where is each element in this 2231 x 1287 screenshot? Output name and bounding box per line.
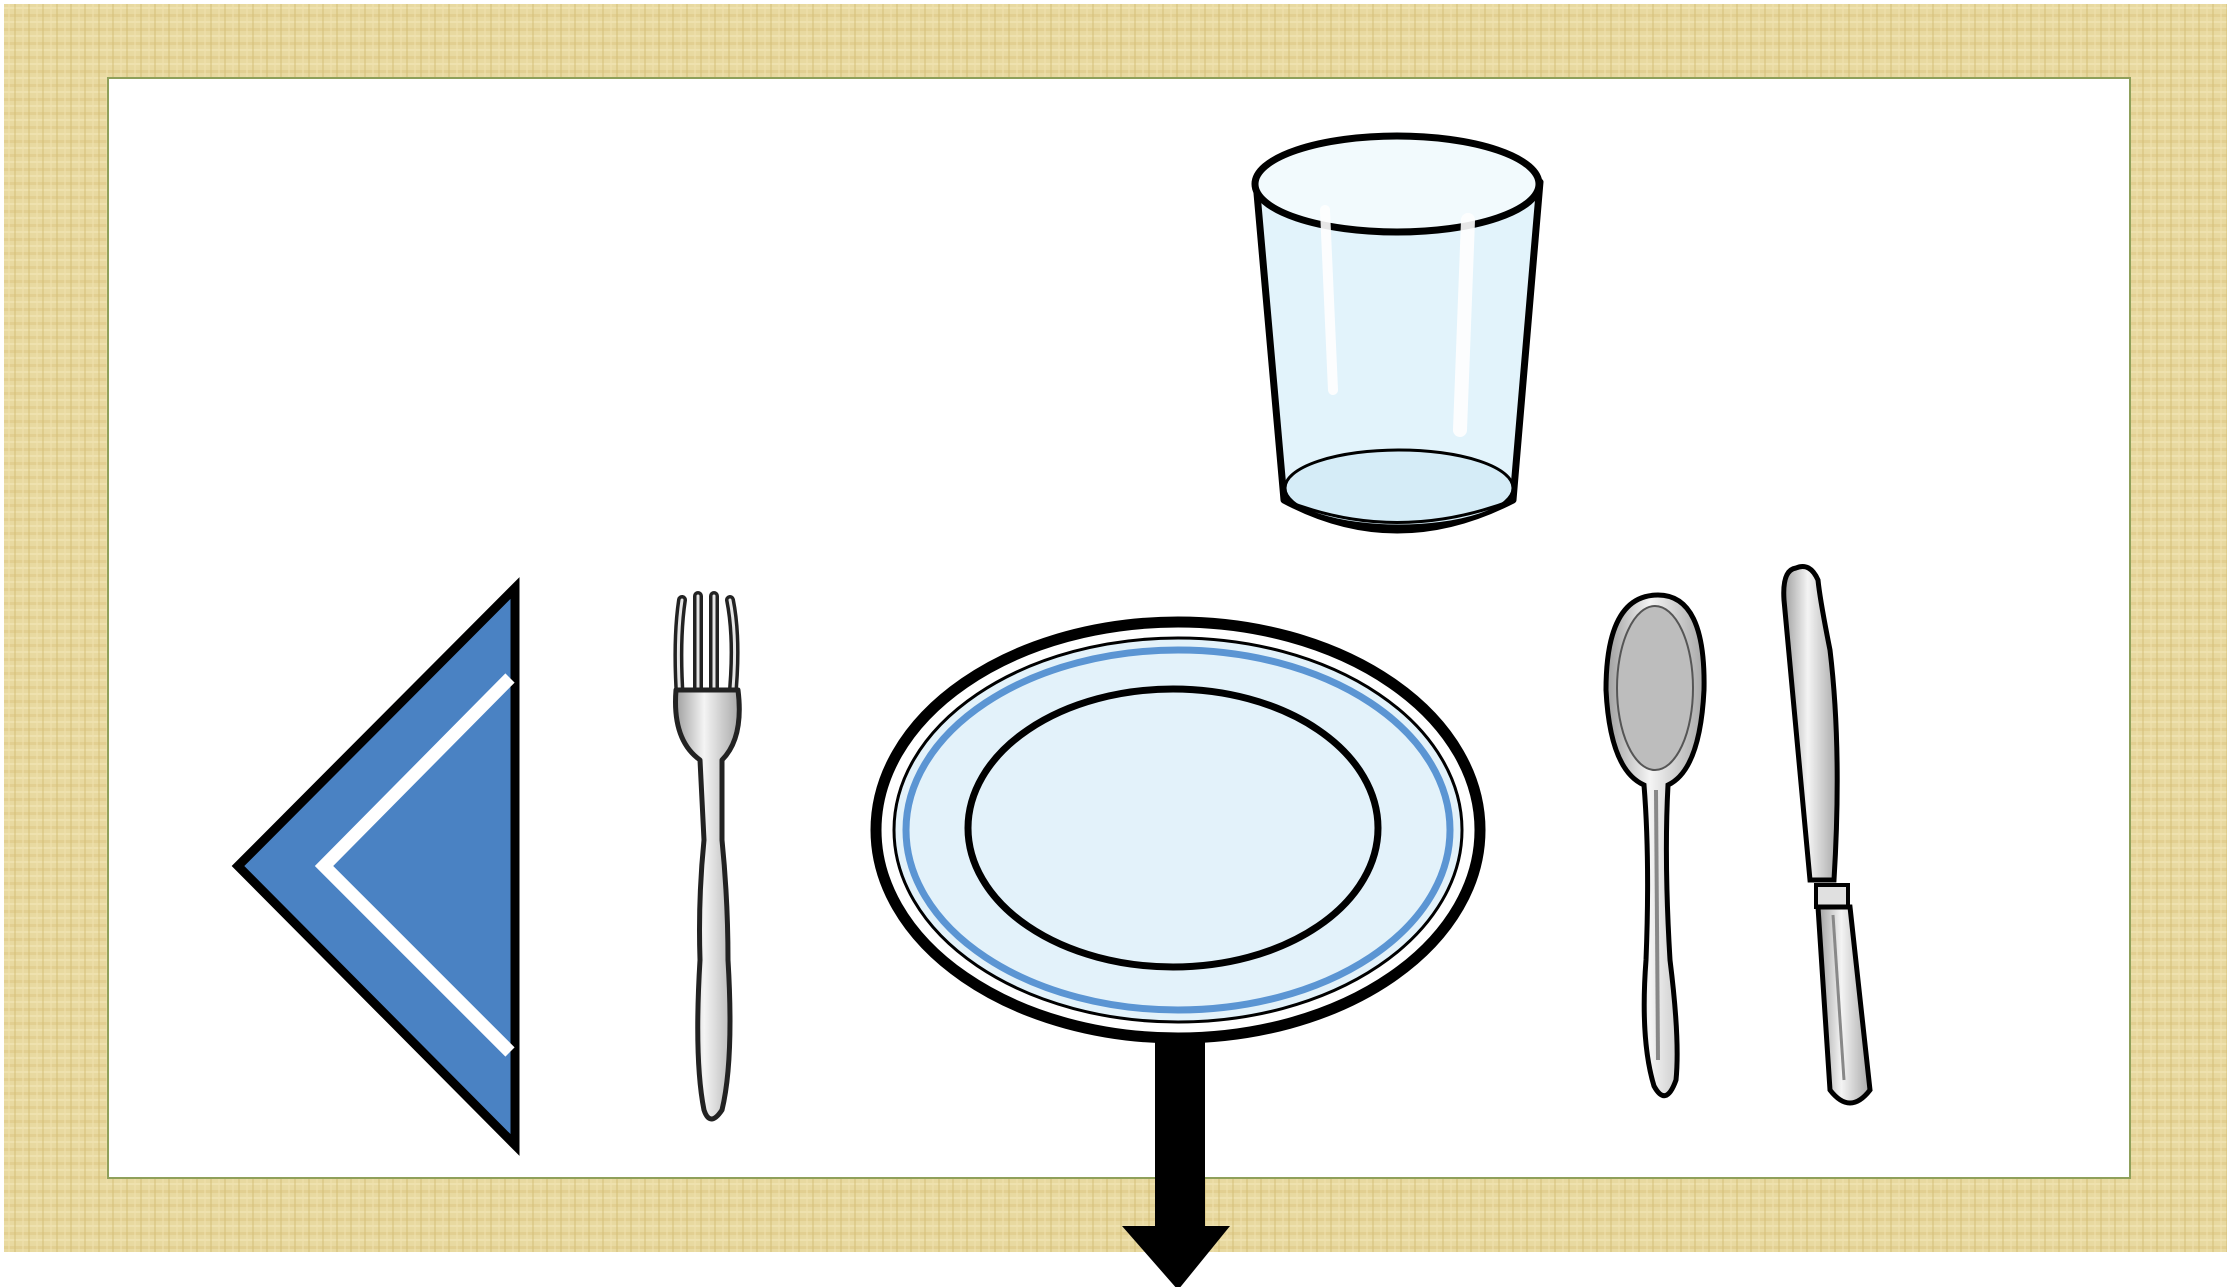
fork-icon (673, 591, 742, 1122)
knife-icon (1781, 564, 1873, 1106)
arrow-down-icon (1122, 1040, 1230, 1287)
spoon-icon (1603, 592, 1707, 1098)
glass-icon (1251, 132, 1544, 534)
napkin-icon (231, 577, 520, 1156)
plate-icon (870, 616, 1486, 1044)
